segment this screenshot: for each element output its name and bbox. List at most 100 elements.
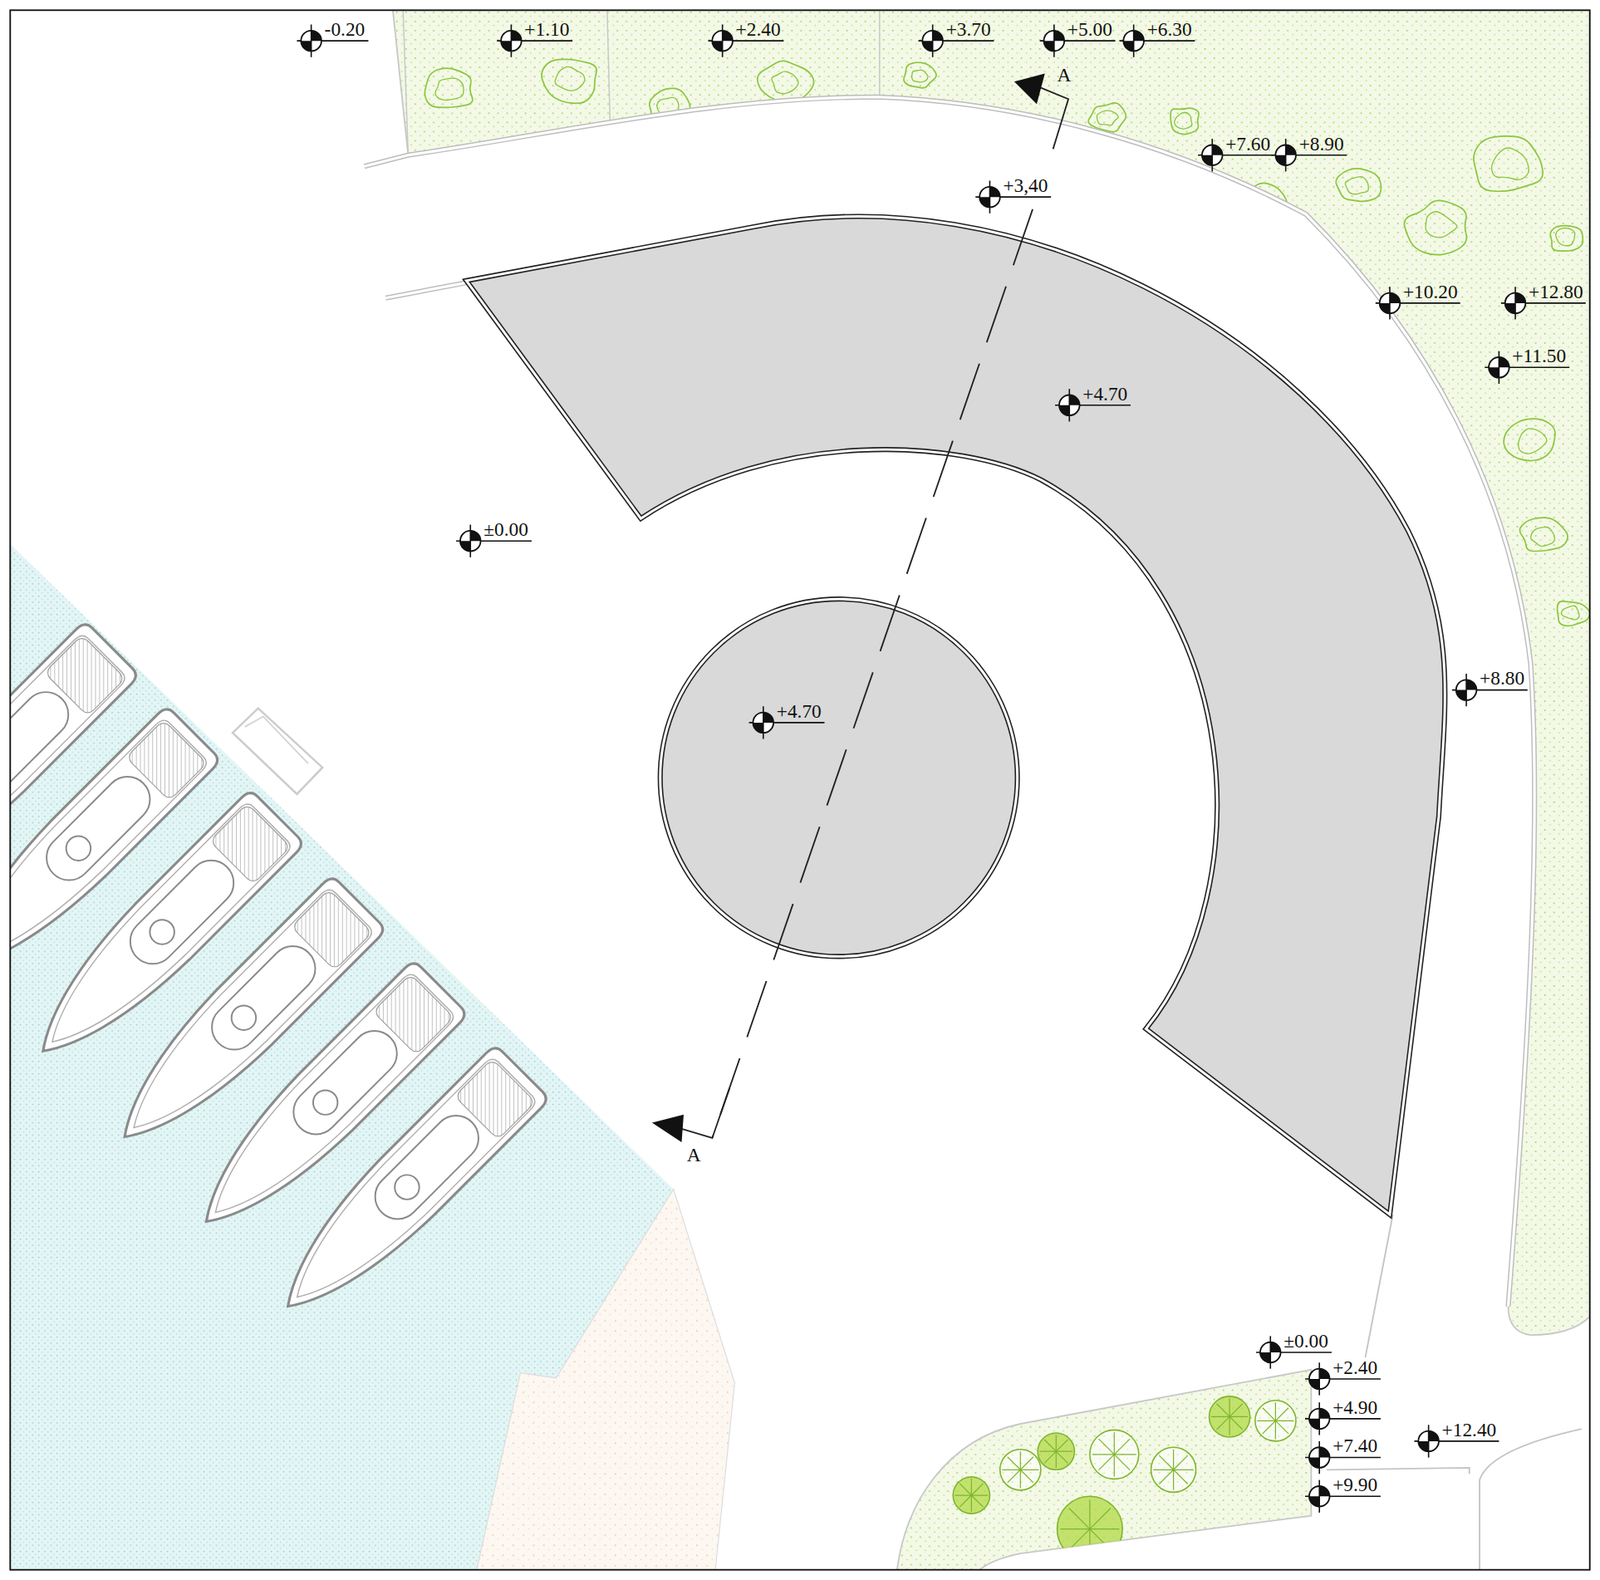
sand xyxy=(474,1188,735,1570)
plan-line xyxy=(1007,1457,1021,1471)
path-edge xyxy=(385,282,467,298)
plan-circle xyxy=(1057,1496,1124,1562)
plan-line xyxy=(1020,1469,1039,1471)
plan-line xyxy=(1318,1441,1321,1474)
plan-line xyxy=(1158,1455,1174,1470)
tree-canopy xyxy=(1425,211,1458,238)
section-mark: A xyxy=(1057,65,1072,85)
plan-line xyxy=(1173,1469,1174,1490)
tree-canopy xyxy=(1555,228,1576,246)
level-value: +1.10 xyxy=(524,19,570,39)
plan-line xyxy=(1158,1469,1174,1484)
plan-path xyxy=(1054,30,1065,41)
plan-circle xyxy=(1209,1396,1251,1438)
plan-line xyxy=(1114,1432,1115,1455)
tree-canopy xyxy=(1531,527,1556,547)
plan-line xyxy=(1229,1416,1243,1430)
plan-circle xyxy=(1089,1429,1139,1479)
plan-path xyxy=(29,800,294,1066)
frame xyxy=(9,9,1590,1570)
tree-canopy xyxy=(912,69,928,83)
plan-line xyxy=(971,1495,983,1507)
path-edge xyxy=(1364,1214,1393,1358)
plan-line xyxy=(1089,1508,1111,1530)
tree-canopy xyxy=(1096,110,1119,126)
boat xyxy=(260,1044,550,1334)
level-value: +4.70 xyxy=(776,701,822,721)
plan-circle xyxy=(1255,1400,1296,1442)
tree-canopy xyxy=(757,60,815,102)
plan-circle xyxy=(144,914,180,950)
plan-line xyxy=(971,1478,972,1496)
plan-line xyxy=(1173,1469,1188,1484)
plan-path xyxy=(1275,155,1286,166)
road-edge xyxy=(364,97,1536,1307)
plan-line xyxy=(1388,286,1391,320)
plan-path xyxy=(1319,1486,1330,1497)
plan-path xyxy=(1309,1457,1320,1468)
plan-path xyxy=(1123,40,1134,51)
tree-symbol xyxy=(1209,1396,1251,1438)
level-value: +7.60 xyxy=(1225,133,1271,153)
plan-line xyxy=(1089,1499,1090,1529)
plan-rect xyxy=(121,851,244,974)
plan-rect xyxy=(365,1106,488,1229)
plan-circle xyxy=(952,1477,990,1514)
plan-path xyxy=(1212,144,1223,155)
plan-line xyxy=(1020,1457,1034,1471)
section-arrow xyxy=(1014,73,1046,104)
plan-path xyxy=(1260,1352,1271,1363)
terrace-line xyxy=(402,9,408,155)
tree-canopy xyxy=(1403,200,1467,255)
plan-line xyxy=(1229,1398,1231,1417)
tree-canopy xyxy=(771,71,799,94)
plan-path xyxy=(470,530,481,541)
section-leg xyxy=(1040,88,1069,150)
plan-line xyxy=(1053,24,1056,57)
level-value: +7.40 xyxy=(1332,1436,1378,1456)
section-arrow xyxy=(652,1114,684,1143)
plan-line xyxy=(959,1483,972,1496)
plan-path xyxy=(1428,1431,1439,1442)
plan-path xyxy=(722,30,733,41)
plan-circle xyxy=(1151,1447,1197,1493)
plan-line xyxy=(1020,1469,1034,1483)
level-value: +3.70 xyxy=(946,19,992,39)
plan-line xyxy=(1465,673,1468,707)
level-value: +4.70 xyxy=(1082,383,1128,403)
plan-line xyxy=(1114,1453,1137,1455)
level-value: +2.40 xyxy=(1332,1357,1378,1377)
plan-circle xyxy=(1037,1433,1075,1470)
ground xyxy=(9,9,1590,1570)
platform-outline xyxy=(652,592,1026,965)
plan-circle xyxy=(389,1169,425,1205)
plan-circle xyxy=(308,1084,344,1120)
plan-line xyxy=(989,180,992,213)
plan-path xyxy=(1389,293,1400,304)
plan-line xyxy=(1318,1402,1321,1435)
plan-path xyxy=(1498,357,1509,368)
level-value: +9.90 xyxy=(1332,1474,1378,1494)
plan-path xyxy=(1044,40,1055,51)
tree-canopy xyxy=(435,78,464,101)
plan-path xyxy=(989,186,1000,197)
plan-path xyxy=(1379,303,1390,314)
plan-line xyxy=(1055,1451,1068,1463)
plan-line xyxy=(1275,1408,1289,1422)
plan-path xyxy=(1270,1342,1281,1353)
road-edge xyxy=(364,97,1536,1307)
plan-line xyxy=(1020,1451,1021,1470)
plan-line xyxy=(1256,1420,1276,1422)
plan-path xyxy=(1285,144,1296,155)
tree-canopy xyxy=(1492,147,1530,180)
plan-polyline xyxy=(245,716,309,765)
plan-path xyxy=(1309,1418,1320,1429)
tree-canopy xyxy=(1238,182,1288,226)
plan-path xyxy=(1488,367,1499,378)
plan-path xyxy=(1466,679,1477,690)
tree-symbol xyxy=(952,1477,990,1514)
plan-path xyxy=(979,196,990,207)
level-value: +6.30 xyxy=(1147,19,1193,39)
planting-band xyxy=(895,1369,1311,1571)
